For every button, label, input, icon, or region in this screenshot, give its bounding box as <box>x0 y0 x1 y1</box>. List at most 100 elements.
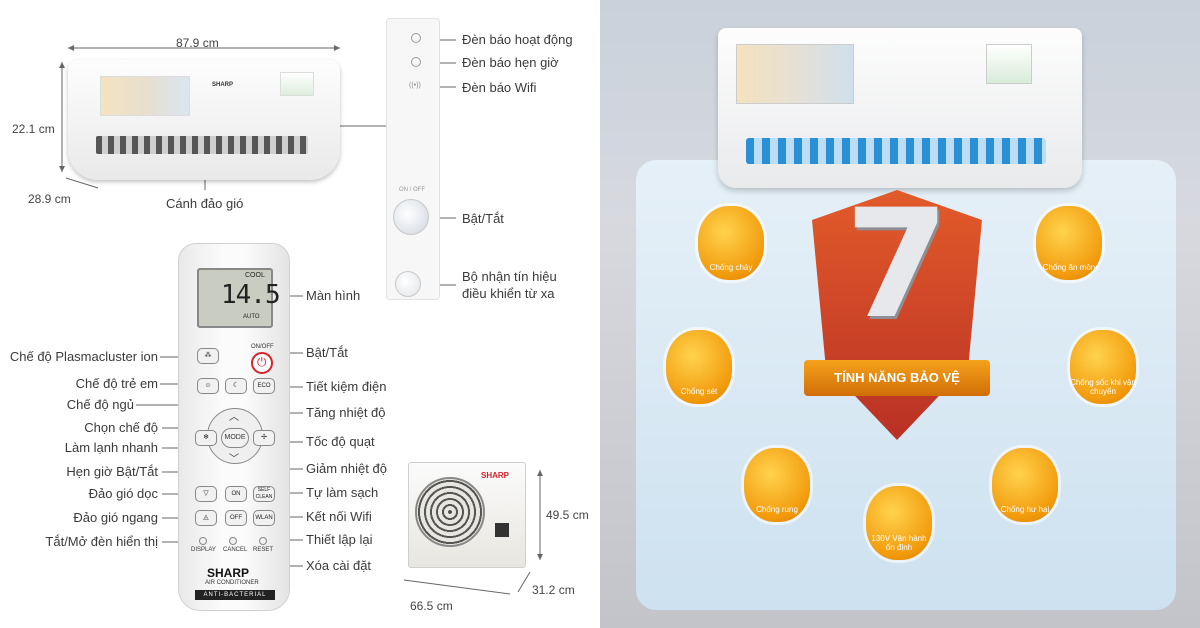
power-light-icon <box>411 33 421 43</box>
label-horizontal-swing: Đảo gió ngang <box>73 510 158 525</box>
label-mode-select: Chọn chế độ <box>84 420 158 435</box>
temp-down-button[interactable]: ﹀ <box>229 454 239 465</box>
timer-off-button[interactable]: OFF <box>225 510 247 526</box>
power-icon: ⏻ <box>257 355 267 369</box>
panel-label-power-button: Bật/Tắt <box>462 211 504 226</box>
display-button[interactable] <box>199 537 207 545</box>
panel-label-power-light: Đèn báo hoạt động <box>462 32 573 47</box>
ir-receiver <box>395 271 421 297</box>
on-label: ON <box>231 491 241 497</box>
label-eco: Tiết kiệm điện <box>306 379 387 394</box>
remote-brand: SHARP <box>207 566 250 580</box>
label-self-clean: Tự làm sạch <box>306 485 379 500</box>
feature-promo-image: 7 TÍNH NĂNG BẢO VỆ Chống cháy Chống ăn m… <box>600 0 1200 628</box>
sleep-button[interactable]: ☾ <box>225 378 247 394</box>
self-clean-button[interactable]: SELF CLEAN <box>253 486 275 502</box>
temp-up-button[interactable]: ︿ <box>229 412 239 423</box>
off-label: OFF <box>230 515 242 521</box>
timer-light-icon <box>411 57 421 67</box>
label-kids-mode: Chế độ trẻ em <box>75 376 158 391</box>
promo-louver <box>746 138 1046 164</box>
badge-lightning-text: Chống sét <box>680 387 718 396</box>
mode-button[interactable]: MODE <box>221 428 249 448</box>
outdoor-depth-label: 31.2 cm <box>532 583 575 597</box>
panel-label-wifi-light: Đèn báo Wifi <box>462 80 537 95</box>
energy-label <box>280 72 314 96</box>
label-cancel: Xóa cài đặt <box>306 558 372 573</box>
wlan-label: WLAN <box>255 515 273 521</box>
badge-shock: Chống sốc khi vận chuyển <box>1070 330 1136 404</box>
screen-auto: AUTO <box>243 314 260 320</box>
wlan-button[interactable]: WLAN <box>253 510 275 526</box>
outdoor-badge <box>495 523 509 537</box>
turbo-button[interactable]: ❄ <box>195 430 217 446</box>
indoor-depth-label: 28.9 cm <box>28 192 71 206</box>
promo-ac-unit <box>718 28 1082 188</box>
panel-label-receiver: Bộ nhận tín hiệu điều khiển từ xa <box>462 269 557 301</box>
screen-temperature: 14.5 <box>221 280 281 310</box>
outdoor-fan-grille <box>415 477 485 547</box>
label-plasmacluster: Chế độ Plasmacluster ion <box>9 349 158 364</box>
shield-banner: TÍNH NĂNG BẢO VỆ <box>804 360 990 396</box>
badge-damage-text: Chống hư hại <box>1000 505 1050 514</box>
outdoor-width-label: 66.5 cm <box>410 599 453 613</box>
label-sleep: Chế độ ngủ <box>66 397 134 412</box>
badge-vibration-text: Chống rung <box>756 505 798 514</box>
cancel-text: CANCEL <box>223 547 248 553</box>
louver-label: Cánh đảo gió <box>166 196 244 211</box>
badge-fire: Chống cháy <box>698 206 764 280</box>
label-temp-down: Giảm nhiệt độ <box>306 461 387 476</box>
label-display: Tắt/Mở đèn hiển thị <box>45 534 158 549</box>
label-reset: Thiết lập lại <box>306 532 373 547</box>
outdoor-brand: SHARP <box>481 471 510 480</box>
indoor-brand: SHARP <box>212 82 234 88</box>
label-power: Bật/Tắt <box>306 345 348 360</box>
indoor-sticker-left <box>100 76 190 116</box>
indoor-unit: SHARP <box>68 60 340 180</box>
badge-corrosion: Chống ăn mòn <box>1036 206 1102 280</box>
remote-control: COOL 14.5 AUTO ON/OFF ⏻ ⁂ ☺ ☾ ECO ︿ ﹀ MO… <box>178 243 290 611</box>
remote-power-button[interactable]: ⏻ <box>251 352 273 374</box>
mode-label: MODE <box>224 434 246 441</box>
outdoor-unit: SHARP <box>408 462 526 568</box>
label-timer: Hẹn giờ Bật/Tắt <box>66 464 158 479</box>
screen-mode: COOL <box>245 272 265 279</box>
vertical-swing-button[interactable]: ▽ <box>195 486 217 502</box>
panel-power-button[interactable] <box>393 199 429 235</box>
indoor-height-label: 22.1 cm <box>12 122 55 136</box>
promo-sticker <box>736 44 854 104</box>
plasmacluster-button[interactable]: ⁂ <box>197 348 219 364</box>
remote-subbrand: AIR CONDITIONER <box>205 580 259 586</box>
reset-button[interactable] <box>259 537 267 545</box>
timer-on-button[interactable]: ON <box>225 486 247 502</box>
label-vertical-swing: Đảo gió dọc <box>88 486 158 501</box>
outdoor-height-label: 49.5 cm <box>546 508 589 522</box>
display-text: DISPLAY <box>191 547 216 553</box>
label-temp-up: Tăng nhiệt độ <box>306 405 386 420</box>
indoor-louver <box>96 136 308 154</box>
badge-shock-text: Chống sốc khi vận chuyển <box>1070 378 1136 396</box>
badge-voltage-text: 130V Vận hành ổn định <box>871 534 927 552</box>
promo-energy-label <box>986 44 1032 84</box>
panel-onoff-text: ON / OFF <box>399 187 425 193</box>
eco-button[interactable]: ECO <box>253 378 275 394</box>
eco-label: ECO <box>257 383 271 389</box>
label-screen-text: Màn hình <box>306 288 361 303</box>
badge-fire-text: Chống cháy <box>709 263 753 272</box>
wifi-light-icon: ((•)) <box>409 82 421 89</box>
kids-mode-button[interactable]: ☺ <box>197 378 219 394</box>
badge-vibration: Chống rung <box>744 448 810 522</box>
cancel-button[interactable] <box>229 537 237 545</box>
badge-damage: Chống hư hại <box>992 448 1058 522</box>
shield-number: 7 <box>844 178 950 352</box>
horizontal-swing-button[interactable]: ◬ <box>195 510 217 526</box>
remote-onoff-text: ON/OFF <box>251 344 274 350</box>
fan-speed-button[interactable]: ✢ <box>253 430 275 446</box>
badge-voltage: 130V Vận hành ổn định <box>866 486 932 560</box>
reset-text: RESET <box>253 547 274 553</box>
badge-corrosion-text: Chống ăn mòn <box>1042 263 1096 272</box>
badge-lightning: Chống sét <box>666 330 732 404</box>
panel-label-timer-light: Đèn báo hẹn giờ <box>462 55 559 70</box>
label-turbo: Làm lạnh nhanh <box>64 440 158 455</box>
remote-screen: COOL 14.5 AUTO <box>197 268 281 328</box>
